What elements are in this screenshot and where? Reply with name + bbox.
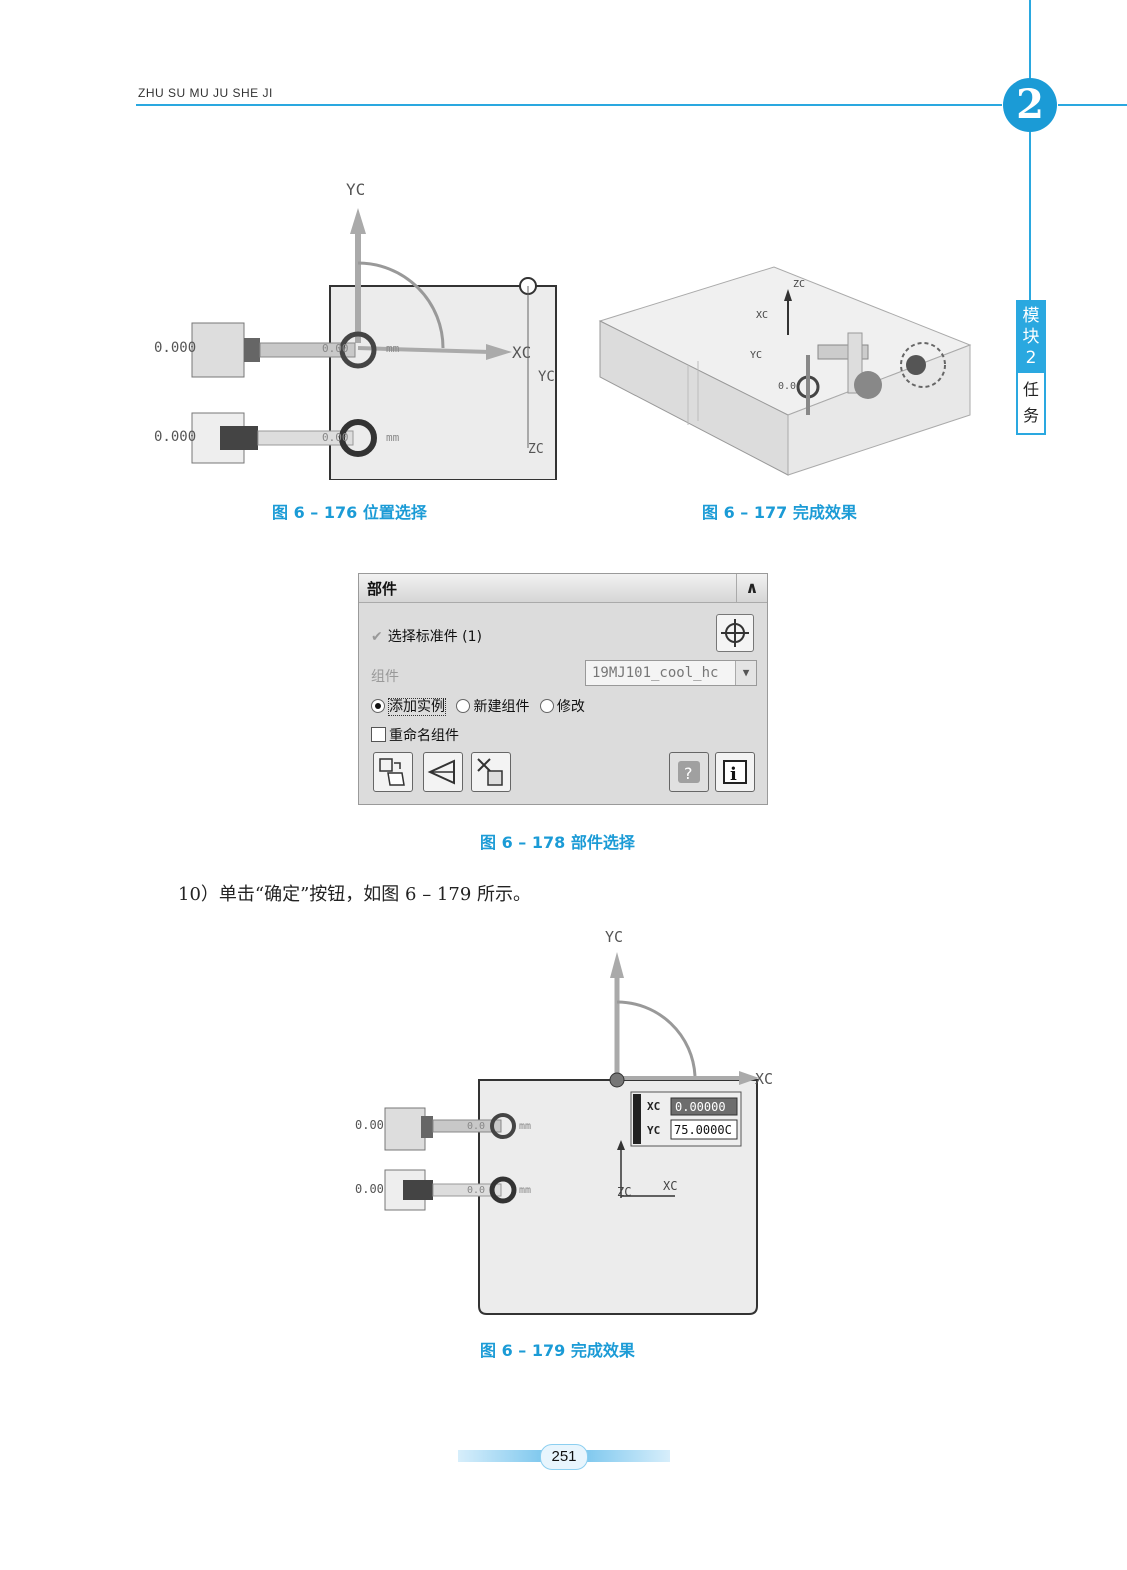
- figure-6-177-caption: 图 6 – 177 完成效果: [702, 503, 857, 522]
- dialog-title: 部件: [367, 580, 398, 598]
- dim-label-1: 0.000: [154, 340, 196, 356]
- radio-off-icon: [456, 699, 471, 713]
- dialog-header: 部件 ∧: [359, 574, 767, 603]
- figure-6-179-image: YC XC XC 0.00000 YC 75.0000C ZC XC 0.00 …: [355, 924, 775, 1320]
- xc-label-177: XC: [756, 310, 768, 321]
- radio-new-component[interactable]: 新建组件: [456, 699, 529, 715]
- checkmark-icon: ✔: [371, 629, 383, 645]
- mode-radio-group: 添加实例 新建组件 修改: [371, 696, 585, 716]
- help-button[interactable]: ?: [669, 752, 709, 792]
- header-rule: [136, 104, 1002, 106]
- xc-small-label-179: XC: [663, 1179, 677, 1193]
- coord-yc-value: 75.0000C: [674, 1123, 732, 1137]
- value-label-179-1: 0.0: [467, 1121, 485, 1132]
- coord-yc-label: YC: [647, 1124, 660, 1137]
- svg-text:i: i: [730, 764, 737, 785]
- header-rule-right: [1058, 104, 1127, 106]
- dim-label-179-2: 0.00: [355, 1182, 384, 1196]
- dim-label-177: 0.0: [778, 381, 796, 392]
- zc-label-179: ZC: [617, 1185, 631, 1199]
- coord-xc-value: 0.00000: [675, 1100, 726, 1114]
- zc-label: ZC: [528, 442, 544, 457]
- module-number-badge: 2: [1003, 78, 1057, 132]
- yc-label-177: YC: [750, 350, 762, 361]
- yc-axis-label-179: YC: [605, 928, 623, 946]
- step-10-text: 10）单击“确定”按钮，如图 6 – 179 所示。: [178, 884, 532, 905]
- svg-text:?: ?: [684, 764, 693, 783]
- coord-xc-label: XC: [647, 1100, 660, 1113]
- reposition-button[interactable]: [373, 752, 413, 792]
- mm-label-179-2: mm: [519, 1185, 531, 1196]
- radio-modify[interactable]: 修改: [539, 699, 585, 715]
- collapse-button[interactable]: ∧: [736, 574, 767, 602]
- info-button[interactable]: i: [715, 752, 755, 792]
- yc-small-label: YC: [538, 369, 555, 385]
- mm-label-2: mm: [386, 431, 400, 444]
- component-dialog: 部件 ∧ ✔选择标准件 (1) 组件 19MJ101_cool_hc ▼ 添加实…: [358, 573, 768, 805]
- figure-6-178-caption: 图 6 – 178 部件选择: [480, 833, 635, 852]
- figure-6-177-image: ZC XC YC 0.0: [598, 265, 974, 477]
- side-module-tab: 模 块 2 任 务: [1016, 300, 1046, 435]
- margin-vertical-rule: [1029, 0, 1031, 300]
- crosshair-icon: [721, 619, 749, 647]
- value-label-179-2: 0.0: [467, 1185, 485, 1196]
- component-label: 组件: [371, 669, 399, 685]
- mm-label-179-1: mm: [519, 1121, 531, 1132]
- figure-6-179-caption: 图 6 – 179 完成效果: [480, 1341, 635, 1360]
- dim-label-2: 0.000: [154, 429, 196, 445]
- side-tab-module: 模 块 2: [1018, 302, 1044, 373]
- reposition-icon: [379, 758, 405, 786]
- select-object-button[interactable]: [716, 614, 754, 652]
- side-tab-task: 任 务: [1022, 380, 1039, 425]
- yc-axis-label: YC: [346, 180, 365, 199]
- mirror-button[interactable]: [423, 752, 463, 792]
- radio-off-icon: [539, 699, 554, 713]
- delete-component-button[interactable]: [471, 752, 511, 792]
- xc-axis-label: XC: [512, 343, 531, 362]
- radio-add-instance[interactable]: 添加实例: [371, 698, 446, 716]
- component-select[interactable]: 19MJ101_cool_hc ▼: [585, 660, 757, 686]
- chevron-up-icon: ∧: [745, 578, 759, 597]
- page-number: 251: [540, 1444, 588, 1470]
- mirror-icon: [427, 759, 455, 785]
- rename-component-checkbox[interactable]: 重命名组件: [371, 725, 459, 745]
- checkbox-icon: [371, 727, 386, 742]
- delete-icon: [477, 758, 503, 786]
- chevron-down-icon[interactable]: ▼: [735, 661, 756, 685]
- value-label-2: 0.00: [322, 431, 349, 444]
- figure-6-176-caption: 图 6 – 176 位置选择: [272, 503, 427, 522]
- question-icon: ?: [678, 761, 700, 783]
- zc-label-177: ZC: [793, 279, 805, 290]
- dim-label-179-1: 0.00: [355, 1118, 384, 1132]
- figure-6-176-image: YC XC YC ZC 0.000 mm 0.000 mm 0.00 0.00: [150, 168, 560, 480]
- xc-axis-label-179: XC: [755, 1070, 773, 1088]
- running-header: ZHU SU MU JU SHE JI: [138, 86, 273, 100]
- value-label-1: 0.00: [322, 342, 349, 355]
- mm-label-1: mm: [386, 342, 400, 355]
- info-icon: i: [723, 760, 747, 785]
- radio-on-icon: [371, 699, 385, 713]
- select-standard-part-row[interactable]: ✔选择标准件 (1): [371, 629, 483, 645]
